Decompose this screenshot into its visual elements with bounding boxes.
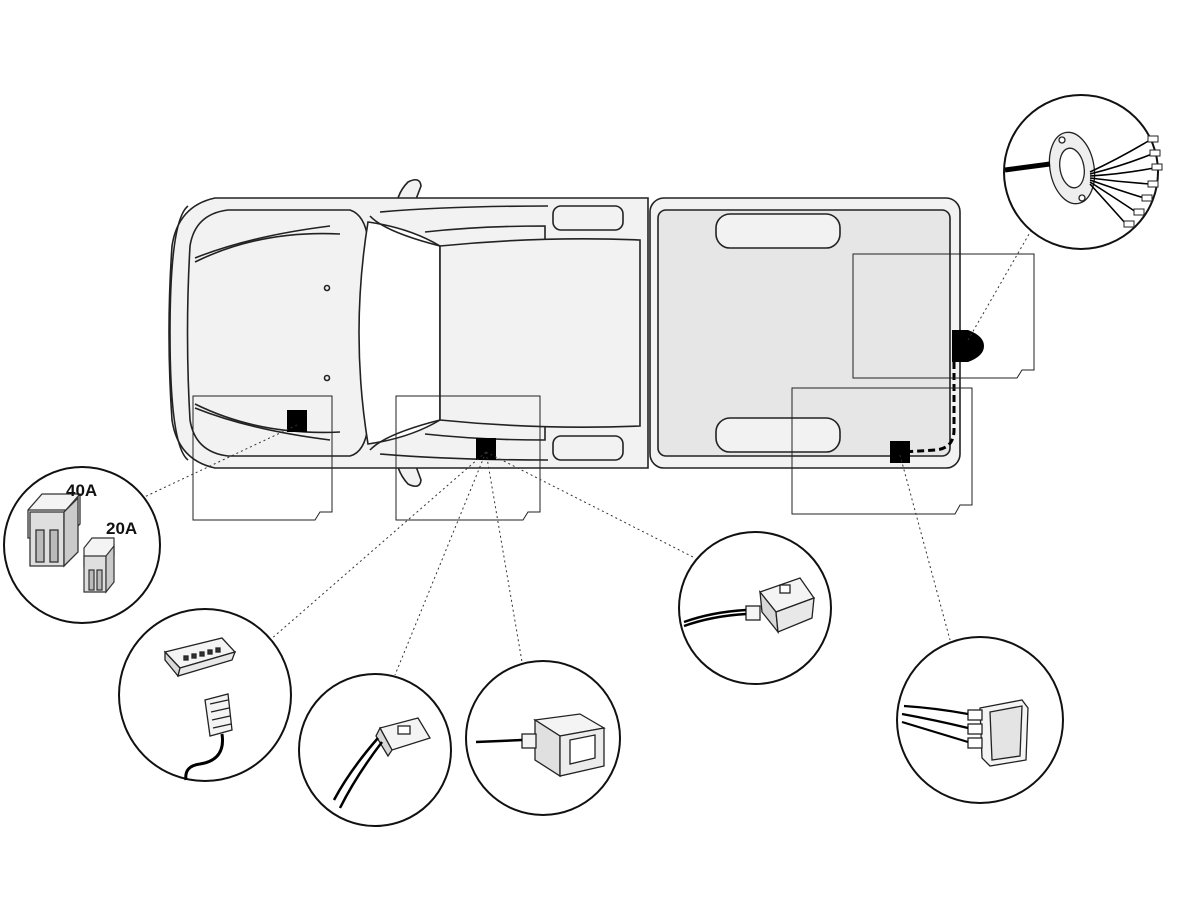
connector-icon	[967, 699, 1029, 767]
callout-brackets	[192, 253, 1035, 521]
plug-icon	[204, 693, 233, 737]
trailer-socket-icon	[1048, 131, 1096, 205]
connector-detail-3	[678, 531, 832, 685]
trailer-socket-icon	[952, 330, 984, 362]
fuse-icon	[83, 537, 115, 594]
marker-fuse-box	[287, 410, 307, 432]
harness-route	[901, 362, 956, 454]
connector-icon	[375, 717, 431, 758]
fuse-rating-40a: 40A	[66, 481, 97, 500]
connector-detail-1	[298, 673, 452, 827]
pickup-truck-icon	[168, 178, 961, 488]
connector-icon	[521, 713, 606, 778]
trailer-socket-detail	[1003, 94, 1163, 250]
fuse-rating-20a: 20A	[106, 519, 137, 538]
connector-detail-2	[465, 660, 621, 816]
location-markers	[287, 410, 910, 463]
fuse-detail: 40A 20A	[3, 466, 161, 624]
connector-detail-rear	[896, 636, 1064, 804]
obd-connector-detail	[118, 608, 292, 782]
connector-icon	[745, 577, 816, 635]
marker-dash	[476, 438, 496, 460]
marker-rear	[890, 441, 910, 463]
leader-lines	[137, 214, 1041, 676]
fuse-icon	[27, 493, 81, 568]
obd-port-icon	[163, 637, 237, 678]
